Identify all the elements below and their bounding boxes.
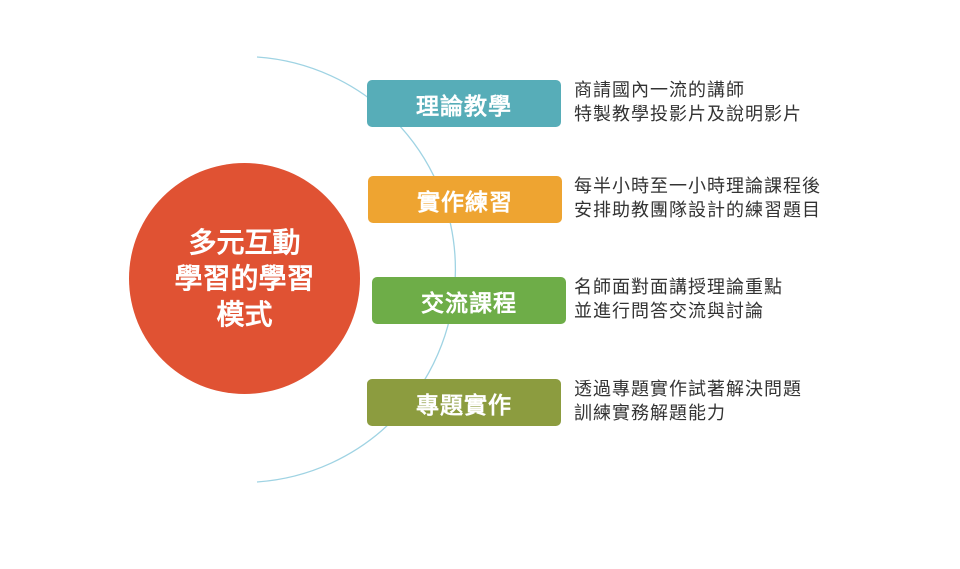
center-title-line: 模式	[216, 297, 273, 331]
item-box-project: 專題實作	[367, 379, 561, 426]
item-box-exchange: 交流課程	[372, 277, 566, 324]
desc-line: 每半小時至一小時理論課程後	[574, 176, 821, 197]
desc-line: 特製教學投影片及說明影片	[574, 104, 802, 125]
desc-line: 名師面對面講授理論重點	[574, 277, 783, 298]
center-title-line: 多元互動	[188, 225, 301, 259]
desc-line: 並進行問答交流與討論	[574, 301, 764, 322]
item-box-theory: 理論教學	[367, 80, 561, 127]
item-box-practice: 實作練習	[368, 176, 562, 223]
center-title-line: 學習的學習	[174, 261, 315, 295]
item-desc-project: 透過專題實作試著解決問題 訓練實務解題能力	[574, 378, 802, 426]
desc-line: 安排助教團隊設計的練習題目	[574, 200, 821, 221]
desc-line: 訓練實務解題能力	[574, 403, 726, 424]
item-desc-theory: 商請國內一流的講師 特製教學投影片及說明影片	[574, 79, 802, 127]
item-desc-practice: 每半小時至一小時理論課程後 安排助教團隊設計的練習題目	[574, 175, 821, 223]
desc-line: 透過專題實作試著解決問題	[574, 379, 802, 400]
desc-line: 商請國內一流的講師	[574, 80, 745, 101]
center-circle: 多元互動 學習的學習 模式	[129, 163, 360, 394]
item-desc-exchange: 名師面對面講授理論重點 並進行問答交流與討論	[574, 276, 783, 324]
